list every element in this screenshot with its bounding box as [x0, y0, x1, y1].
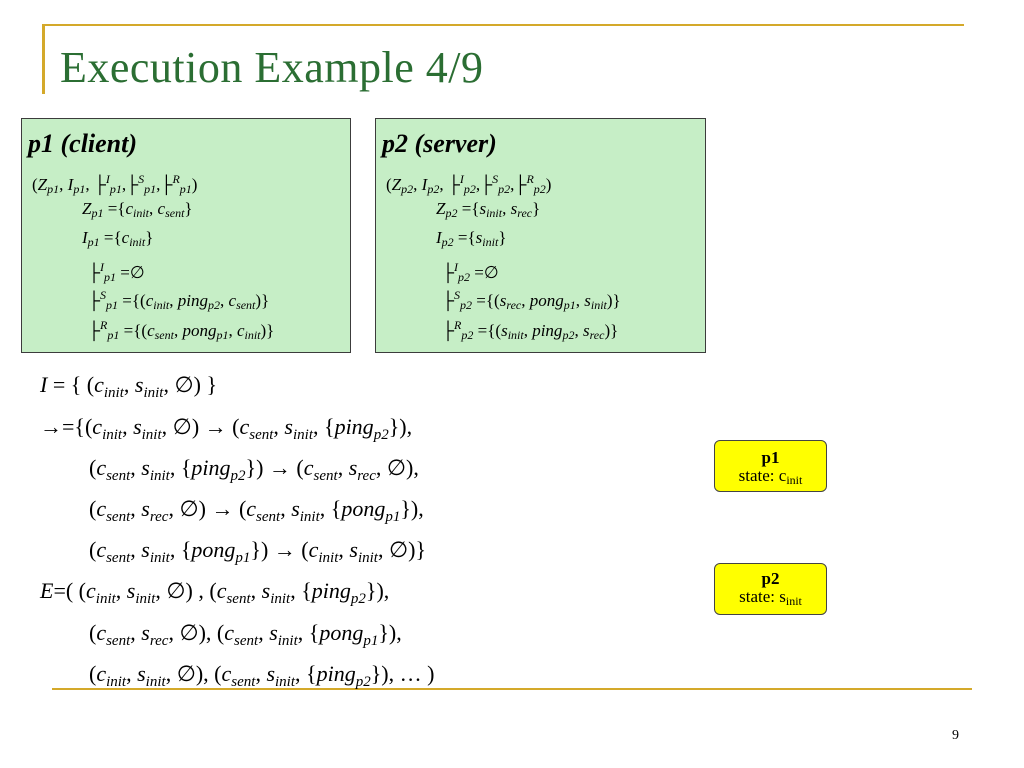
- server-tuple: (Zp2, Ip2, ├Ip2,├Sp2,├Rp2): [386, 172, 552, 196]
- initial-state-line: I = { (cinit, sinit, ∅) }: [40, 372, 218, 401]
- transition-line-1: →={(cinit, sinit, ∅) → (csent, sinit, {p…: [40, 414, 413, 443]
- transition-line-2: (csent, sinit, {pingp2}) → (csent, srec,…: [89, 455, 419, 484]
- execution-line-1: E=( (cinit, sinit, ∅) , (csent, sinit, {…: [40, 578, 390, 607]
- transition-line-4: (csent, sinit, {pongp1}) → (cinit, sinit…: [89, 537, 427, 566]
- transition-line-3: (csent, srec, ∅) → (csent, sinit, {pongp…: [89, 496, 424, 525]
- p1-state-name: p1: [761, 448, 780, 467]
- client-box: p1 (client) (Zp1, Ip1, ├Ip1,├Sp1,├Rp1) Z…: [21, 118, 351, 353]
- server-box: p2 (server) (Zp2, Ip2, ├Ip2,├Sp2,├Rp2) Z…: [375, 118, 706, 353]
- client-input-rel: ├Ip1 =∅: [88, 260, 145, 284]
- client-tuple: (Zp1, Ip1, ├Ip1,├Sp1,├Rp1): [32, 172, 198, 196]
- execution-line-3: (cinit, sinit, ∅), (csent, sinit, {pingp…: [89, 661, 435, 690]
- server-send-rel: ├Sp2 ={(srec, pongp1, sinit)}: [442, 288, 621, 312]
- server-i-def: Ip2 ={sinit}: [436, 228, 507, 249]
- execution-line-2: (csent, srec, ∅), (csent, sinit, {pongp1…: [89, 620, 402, 649]
- server-input-rel: ├Ip2 =∅: [442, 260, 499, 284]
- client-recv-rel: ├Rp1 ={(csent, pongp1, cinit)}: [88, 318, 275, 342]
- frame-left-rule: [42, 24, 45, 94]
- slide-title: Execution Example 4/9: [60, 43, 484, 92]
- client-heading: p1 (client): [28, 129, 138, 158]
- client-z-def: Zp1 ={cinit, csent}: [82, 199, 193, 220]
- p1-state-box: p1 state: cinit: [714, 440, 827, 492]
- client-send-rel: ├Sp1 ={(cinit, pingp2, csent)}: [88, 288, 270, 312]
- client-i-def: Ip1 ={cinit}: [82, 228, 154, 249]
- p2-state-value: state: sinit: [739, 587, 802, 609]
- page-number: 9: [952, 728, 959, 743]
- server-recv-rel: ├Rp2 ={(sinit, pingp2, srec)}: [442, 318, 619, 342]
- server-z-def: Zp2 ={sinit, srec}: [436, 199, 541, 220]
- p2-state-box: p2 state: sinit: [714, 563, 827, 615]
- frame-bottom-rule: [52, 688, 972, 690]
- p2-state-name: p2: [761, 569, 780, 588]
- p1-state-value: state: cinit: [738, 466, 803, 488]
- frame-top-rule: [44, 24, 964, 26]
- server-heading: p2 (server): [382, 129, 497, 158]
